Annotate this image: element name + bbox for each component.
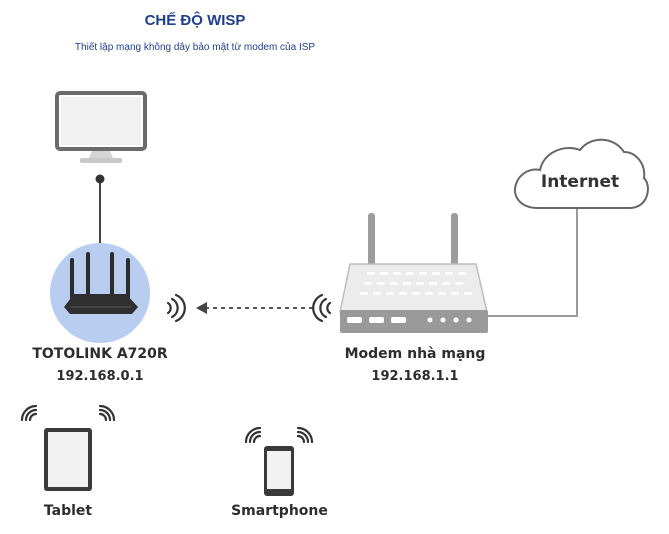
tablet-icon — [44, 428, 92, 491]
page-title: CHẾ ĐỘ WISP — [144, 12, 246, 29]
smartphone-icon — [264, 446, 294, 496]
wifi-signal-icon — [296, 426, 314, 444]
cloud-icon — [514, 138, 649, 209]
wifi-signal-icon — [244, 426, 262, 444]
wifi-signal-icon — [98, 404, 116, 422]
wifi-signal-icon — [166, 293, 186, 323]
internet-label: Internet — [540, 172, 620, 192]
smartphone-label: Smartphone — [231, 503, 328, 519]
modem-ip: 192.168.1.1 — [371, 369, 459, 384]
tablet-label: Tablet — [43, 503, 93, 519]
modem-internet-cable — [488, 208, 578, 317]
page-subtitle: Thiết lập mạng không dây bảo mật từ mode… — [74, 42, 316, 53]
cable-dot — [95, 174, 105, 184]
router-ip: 192.168.0.1 — [56, 369, 144, 384]
modem-name: Modem nhà mạng — [344, 346, 486, 362]
modem-icon — [339, 213, 488, 333]
router-icon — [50, 243, 150, 343]
wifi-signal-icon — [312, 293, 332, 323]
arrow-head — [196, 302, 207, 314]
monitor-icon — [55, 91, 147, 163]
wifi-signal-icon — [20, 404, 38, 422]
router-name: TOTOLINK A720R — [32, 346, 168, 362]
